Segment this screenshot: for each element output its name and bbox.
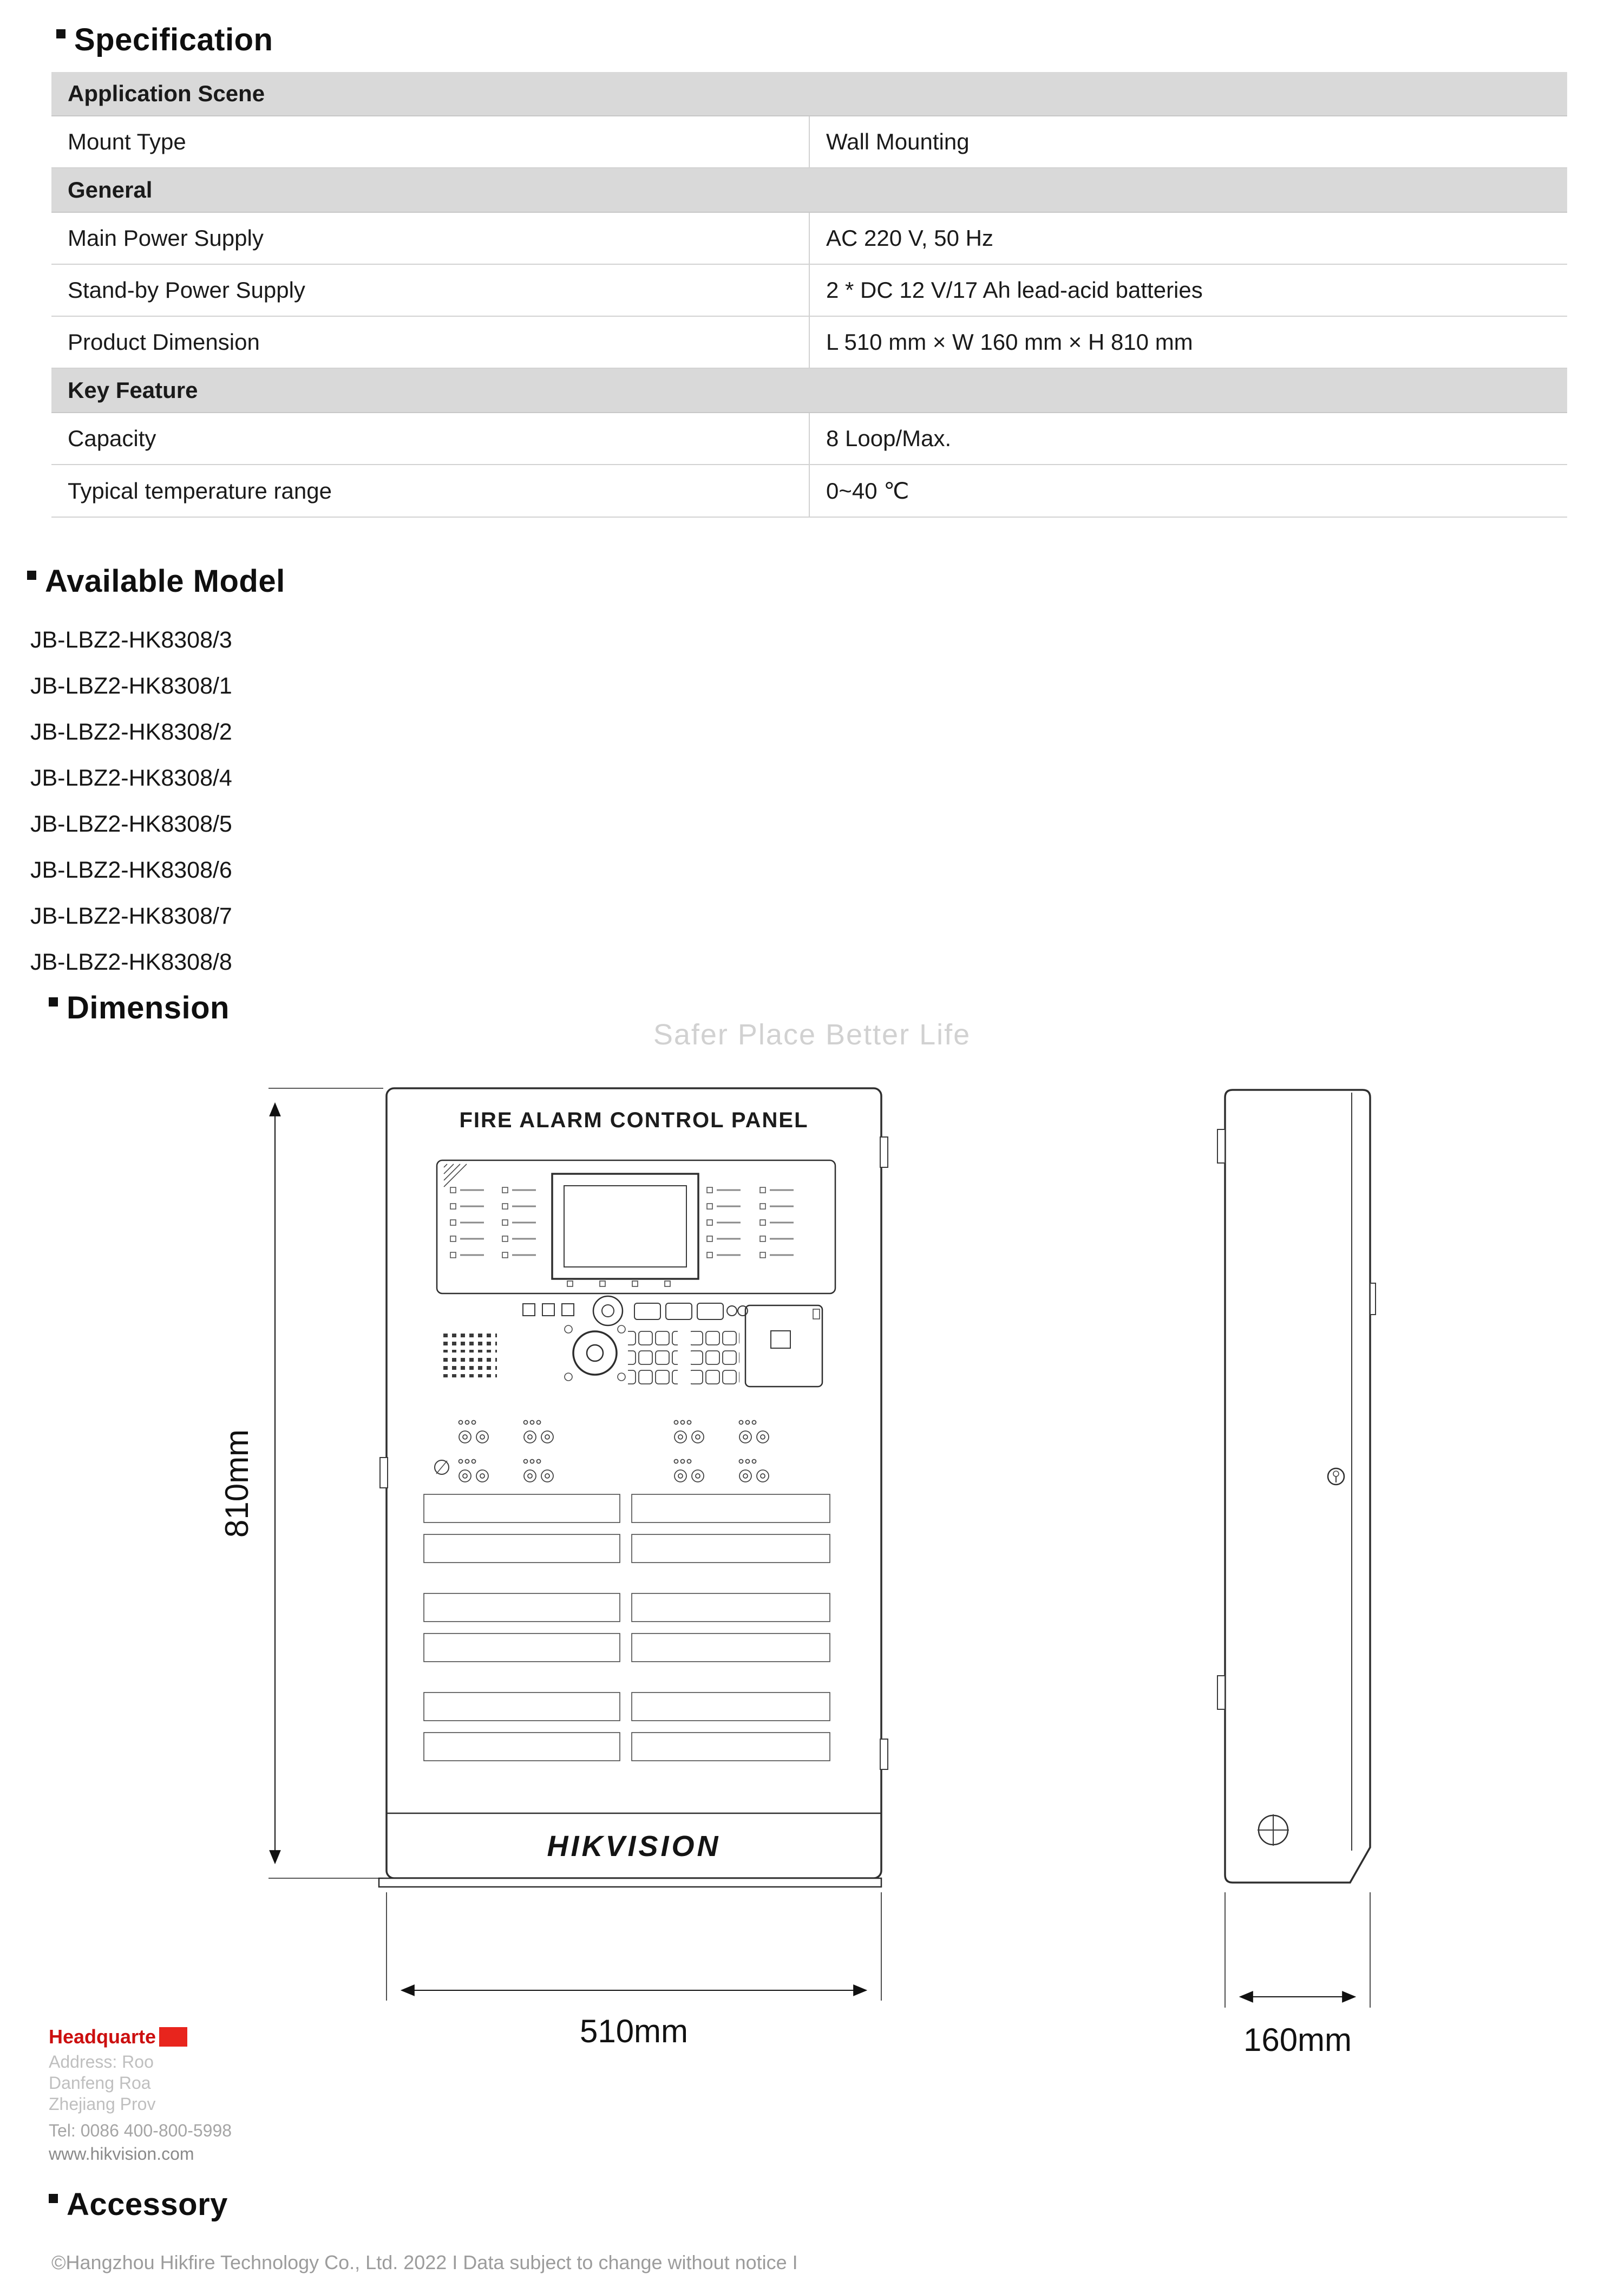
- brand-red-box: [159, 2027, 188, 2047]
- hikvision-logo: HIKVISION: [547, 1830, 721, 1863]
- table-row: Product Dimension L 510 mm × W 160 mm × …: [51, 316, 1567, 369]
- headquarters-label: Headquarte: [49, 2025, 156, 2048]
- terminal-strip: [423, 1633, 620, 1662]
- hinge: [1217, 1675, 1226, 1710]
- available-model-heading: Available Model: [27, 563, 285, 599]
- model-item: JB-LBZ2-HK8308/8: [30, 949, 232, 975]
- row-value: L 510 mm × W 160 mm × H 810 mm: [809, 316, 1567, 369]
- dim-height-label: 810mm: [219, 1429, 255, 1538]
- dimension-drawing: FIRE ALARM CONTROL PANEL: [219, 1087, 1376, 2058]
- row-value: 2 * DC 12 V/17 Ah lead-acid batteries: [809, 264, 1567, 317]
- row-value: 8 Loop/Max.: [809, 413, 1567, 465]
- table-row: Main Power Supply AC 220 V, 50 Hz: [51, 212, 1567, 265]
- accessory-heading: Accessory: [49, 2186, 228, 2223]
- table-section-row: Application Scene: [51, 72, 1567, 116]
- contact-tel: Tel: 0086 400-800-5998: [49, 2121, 232, 2140]
- table-section-row: General: [51, 168, 1567, 213]
- row-value: AC 220 V, 50 Hz: [809, 212, 1567, 265]
- lcd-screen: [551, 1173, 699, 1280]
- terminal-strip: [631, 1593, 830, 1622]
- terminal-strip: [423, 1732, 620, 1761]
- square-bullet-icon: [49, 997, 58, 1007]
- table-row: Capacity 8 Loop/Max.: [51, 413, 1567, 465]
- nav-dpad: [564, 1325, 626, 1381]
- front-panel-title: FIRE ALARM CONTROL PANEL: [459, 1108, 808, 1132]
- model-item: JB-LBZ2-HK8308/7: [30, 903, 232, 929]
- dimension-heading: Dimension: [49, 990, 230, 1026]
- model-item: JB-LBZ2-HK8308/3: [30, 627, 232, 653]
- table-row: Typical temperature range 0~40 ℃: [51, 465, 1567, 518]
- terminal-strip: [631, 1494, 830, 1523]
- dimension-title: Dimension: [67, 990, 230, 1025]
- available-model-title: Available Model: [45, 564, 285, 599]
- table-row: Mount Type Wall Mounting: [51, 116, 1567, 168]
- screw-icon: [1258, 1814, 1289, 1846]
- specification-title: Specification: [74, 22, 273, 57]
- specification-table: Application Scene Mount Type Wall Mounti…: [51, 72, 1567, 518]
- terminal-strip: [631, 1732, 830, 1761]
- button-row: [522, 1295, 748, 1327]
- section-label: Key Feature: [51, 368, 1567, 413]
- row-label: Main Power Supply: [51, 212, 810, 265]
- terminal-strip: [423, 1494, 620, 1523]
- contact-website: www.hikvision.com: [49, 2144, 194, 2164]
- dim-height: 810mm: [219, 1088, 383, 1879]
- contact-line: Address: Roo: [49, 2052, 154, 2072]
- hinge: [1217, 1129, 1226, 1164]
- panel-base: [378, 1877, 882, 1888]
- row-label: Stand-by Power Supply: [51, 264, 810, 317]
- terminal-strips: [423, 1494, 830, 1761]
- watermark-text: Safer Place Better Life: [653, 1018, 971, 1051]
- square-bullet-icon: [27, 571, 36, 580]
- control-area: [436, 1159, 836, 1295]
- ground-icon: [434, 1460, 449, 1475]
- section-label: General: [51, 168, 1567, 213]
- specification-heading: Specification: [56, 22, 273, 58]
- row-label: Typical temperature range: [51, 465, 810, 518]
- contact-line: Danfeng Roa: [49, 2073, 151, 2093]
- terminal-strip: [423, 1534, 620, 1563]
- dim-width-label: 510mm: [580, 2013, 688, 2049]
- dim-width: 510mm: [386, 1892, 882, 2049]
- accessory-title: Accessory: [67, 2187, 228, 2222]
- contact-block: Headquarte Address: Roo Danfeng Roa Zhej…: [49, 2026, 232, 2165]
- model-item: JB-LBZ2-HK8308/6: [30, 857, 232, 883]
- terminal-strip: [631, 1692, 830, 1721]
- square-bullet-icon: [49, 2194, 58, 2203]
- model-list: JB-LBZ2-HK8308/3 JB-LBZ2-HK8308/1 JB-LBZ…: [30, 617, 232, 985]
- keyhole-icon: [1327, 1467, 1345, 1486]
- table-row: Stand-by Power Supply 2 * DC 12 V/17 Ah …: [51, 264, 1567, 317]
- model-item: JB-LBZ2-HK8308/5: [30, 811, 232, 837]
- model-item: JB-LBZ2-HK8308/4: [30, 765, 232, 791]
- terminal-strip: [631, 1534, 830, 1563]
- row-label: Mount Type: [51, 116, 810, 168]
- section-label: Application Scene: [51, 72, 1567, 116]
- terminal-strip: [423, 1692, 620, 1721]
- latch: [1370, 1283, 1376, 1315]
- card-module: [744, 1304, 823, 1388]
- keypad: [628, 1327, 739, 1385]
- model-item: JB-LBZ2-HK8308/2: [30, 719, 232, 745]
- row-value: Wall Mounting: [809, 116, 1567, 168]
- control-knob: [592, 1295, 624, 1327]
- square-bullet-icon: [56, 29, 66, 38]
- side-view: [1217, 1089, 1376, 1884]
- contact-line: Zhejiang Prov: [49, 2094, 156, 2114]
- dim-depth: 160mm: [1224, 1892, 1371, 2058]
- terminal-strip: [423, 1593, 620, 1622]
- row-value: 0~40 ℃: [809, 465, 1567, 518]
- row-label: Capacity: [51, 413, 810, 465]
- row-label: Product Dimension: [51, 316, 810, 369]
- table-section-row: Key Feature: [51, 368, 1567, 413]
- footer-note: ©Hangzhou Hikfire Technology Co., Ltd. 2…: [51, 2251, 798, 2273]
- dim-depth-label: 160mm: [1243, 2022, 1352, 2058]
- front-view: FIRE ALARM CONTROL PANEL: [378, 1087, 888, 1888]
- model-item: JB-LBZ2-HK8308/1: [30, 673, 232, 699]
- speaker-grille: [443, 1333, 497, 1377]
- terminal-strip: [631, 1633, 830, 1662]
- connector-clusters: [434, 1420, 769, 1482]
